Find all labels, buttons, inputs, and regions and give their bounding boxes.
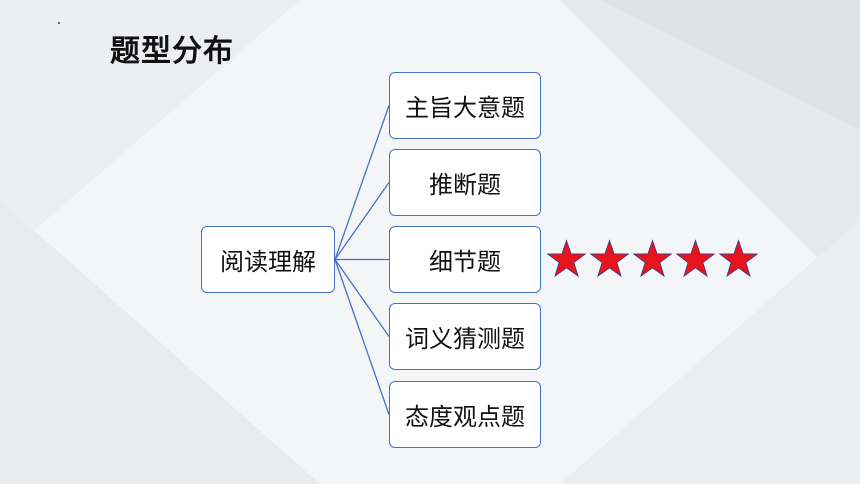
decorative-dot xyxy=(58,22,60,24)
star-icon xyxy=(675,239,716,278)
child-node-label: 推断题 xyxy=(429,171,501,199)
child-node-label: 态度观点题 xyxy=(405,403,525,431)
star-icon xyxy=(546,239,587,278)
child-node-label: 主旨大意题 xyxy=(405,94,525,122)
root-node-label: 阅读理解 xyxy=(220,248,316,276)
child-node-main-idea: 主旨大意题 xyxy=(389,72,541,139)
star-icon xyxy=(718,239,759,278)
child-node-detail: 细节题 xyxy=(389,226,541,293)
child-node-word-meaning: 词义猜测题 xyxy=(389,303,541,370)
child-node-label: 细节题 xyxy=(429,248,501,276)
child-node-inference: 推断题 xyxy=(389,149,541,216)
star-icon xyxy=(632,239,673,278)
child-node-attitude: 态度观点题 xyxy=(389,381,541,448)
child-node-label: 词义猜测题 xyxy=(405,325,525,353)
page-title: 题型分布 xyxy=(110,34,234,69)
star-icon xyxy=(589,239,630,278)
root-node: 阅读理解 xyxy=(201,226,335,293)
importance-stars xyxy=(546,238,759,279)
